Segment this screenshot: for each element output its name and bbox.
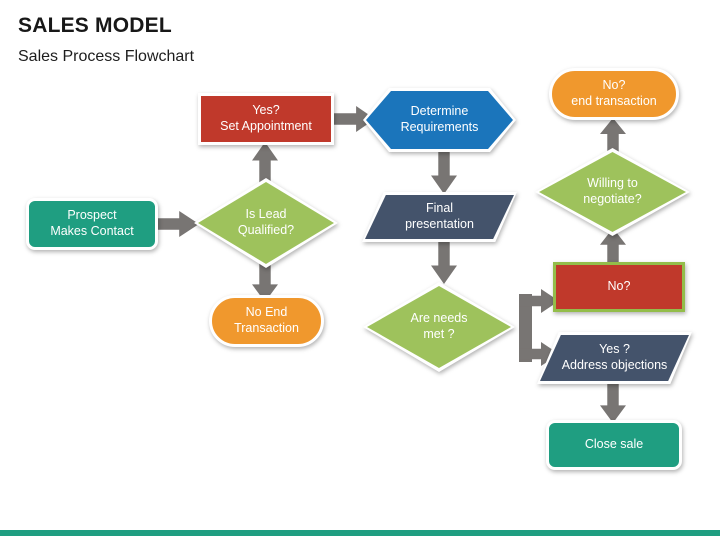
node-yes-set-appointment[interactable]: Yes? Set Appointment (198, 93, 334, 145)
node-yes-address-objections[interactable]: Yes ? Address objections (537, 332, 692, 384)
node-no-objection[interactable]: No? (553, 262, 685, 312)
node-label: Yes? Set Appointment (220, 103, 312, 133)
node-determine-requirements[interactable]: Determine Requirements (363, 88, 516, 152)
connector-objections-to-close (600, 381, 626, 423)
node-label: Determine Requirements (400, 104, 479, 134)
connector-prospect-to-qualified (155, 211, 199, 237)
node-label: No End Transaction (234, 305, 299, 335)
node-no-end-transaction[interactable]: No End Transaction (209, 295, 324, 347)
connector-presentation-to-needs (431, 240, 457, 284)
node-label: Willing to negotiate? (583, 176, 642, 206)
hexagon-fill (366, 91, 513, 149)
node-label: Final presentation (405, 201, 474, 231)
parallelogram-fill (540, 335, 689, 381)
bottom-accent-bar (0, 530, 720, 536)
node-is-lead-qualified[interactable]: Is Lead Qualified? (194, 178, 338, 268)
node-are-needs-met[interactable]: Are needs met ? (363, 282, 515, 372)
node-label: No? (607, 279, 631, 294)
node-label: Are needs met ? (410, 311, 468, 341)
node-final-presentation[interactable]: Final presentation (362, 192, 517, 242)
node-close-sale[interactable]: Close sale (546, 420, 682, 470)
node-willing-to-negotiate[interactable]: Willing to negotiate? (535, 148, 690, 236)
page-subtitle: Sales Process Flowchart (18, 48, 195, 65)
connector-requirements-to-presentation (431, 150, 457, 194)
node-no-end-transaction-2[interactable]: No? end transaction (549, 68, 679, 120)
parallelogram-fill (365, 195, 514, 239)
connector-fork-spine (519, 294, 532, 362)
node-label: Close sale (584, 437, 644, 452)
node-label: No? end transaction (571, 78, 657, 108)
node-prospect-makes-contact[interactable]: Prospect Makes Contact (26, 198, 158, 250)
node-label: Yes ? Address objections (561, 342, 668, 372)
page-title: SALES MODEL (18, 14, 172, 37)
node-label: Prospect Makes Contact (50, 208, 134, 238)
node-label: Is Lead Qualified? (237, 207, 295, 237)
